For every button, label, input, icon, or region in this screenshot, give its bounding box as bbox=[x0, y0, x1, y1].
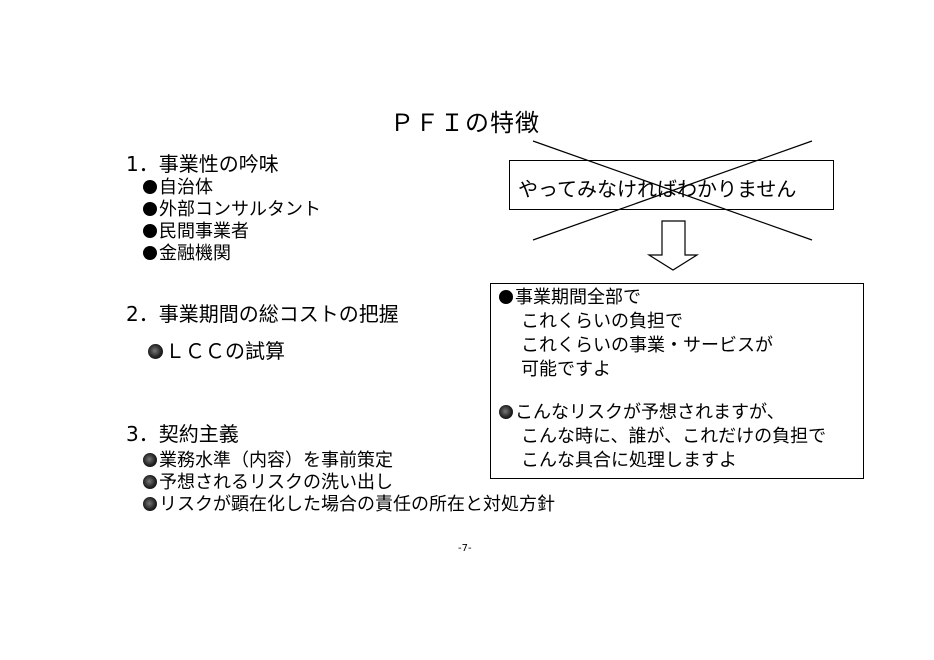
bullet-icon bbox=[143, 180, 157, 194]
bullet-icon bbox=[143, 246, 157, 260]
answer-box: 事業期間全部で これくらいの負担で これくらいの事業・サービスが 可能ですよ こ… bbox=[490, 283, 864, 479]
bullet-icon bbox=[143, 475, 157, 489]
bullet-icon bbox=[499, 405, 513, 419]
section-2-heading: 2．事業期間の総コストの把握 bbox=[126, 302, 399, 326]
bullet-icon bbox=[143, 453, 157, 467]
section-2-list: ＬＣＣの試算 bbox=[148, 340, 285, 362]
crossed-out-box: やってみなければわかりません bbox=[509, 160, 834, 210]
page-title: ＰＦＩの特徴 bbox=[390, 109, 540, 137]
list-item: リスクが顕在化した場合の責任の所在と対処方針 bbox=[143, 494, 555, 516]
cross-line-2 bbox=[532, 140, 813, 241]
bullet-icon bbox=[499, 290, 513, 304]
list-item: ＬＣＣの試算 bbox=[148, 340, 285, 362]
section-3-heading: 3．契約主義 bbox=[126, 422, 239, 446]
bullet-icon bbox=[148, 344, 163, 359]
list-item: 自治体 bbox=[143, 177, 321, 199]
section-3-list: 業務水準（内容）を事前策定 予想されるリスクの洗い出し リスクが顕在化した場合の… bbox=[143, 450, 555, 516]
answer-point-1: 事業期間全部で これくらいの負担で これくらいの事業・サービスが 可能ですよ bbox=[499, 286, 773, 382]
list-item: 外部コンサルタント bbox=[143, 199, 321, 221]
list-item: 民間事業者 bbox=[143, 221, 321, 243]
answer-point-2: こんなリスクが予想されますが、 こんな時に、誰が、これだけの負担で こんな具合に… bbox=[499, 401, 826, 473]
bullet-icon bbox=[143, 497, 157, 511]
list-item: 業務水準（内容）を事前策定 bbox=[143, 450, 555, 472]
list-item: 金融機関 bbox=[143, 243, 321, 265]
section-1-list: 自治体 外部コンサルタント 民間事業者 金融機関 bbox=[143, 177, 321, 265]
bullet-icon bbox=[143, 202, 157, 216]
section-1-heading: 1．事業性の吟味 bbox=[126, 152, 279, 176]
down-arrow-icon bbox=[646, 220, 700, 271]
page-number: -7- bbox=[458, 543, 472, 554]
list-item: 予想されるリスクの洗い出し bbox=[143, 472, 555, 494]
bullet-icon bbox=[143, 224, 157, 238]
crossed-out-text: やってみなければわかりません bbox=[518, 177, 797, 201]
